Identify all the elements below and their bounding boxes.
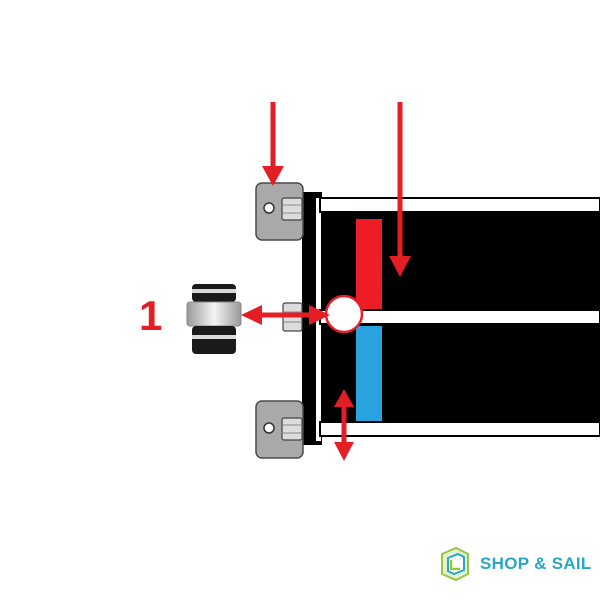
double-arrow-icon	[241, 305, 330, 325]
port-highlight-circle	[324, 294, 364, 334]
mounting-bracket-top	[255, 182, 304, 241]
double-arrow-icon	[334, 389, 354, 461]
brand-name: SHOP & SAIL	[480, 554, 592, 573]
cold-band	[356, 326, 382, 421]
step-number: 1	[139, 292, 163, 339]
down-arrow-icon	[262, 102, 284, 186]
hot-band	[356, 219, 382, 309]
brand-logo-icon	[441, 546, 469, 582]
mounting-bracket-bottom	[255, 400, 304, 459]
brand-logo: SHOP & SAIL	[438, 546, 592, 582]
hose-connector-fitting	[186, 284, 242, 354]
down-arrow-icon	[389, 102, 411, 277]
